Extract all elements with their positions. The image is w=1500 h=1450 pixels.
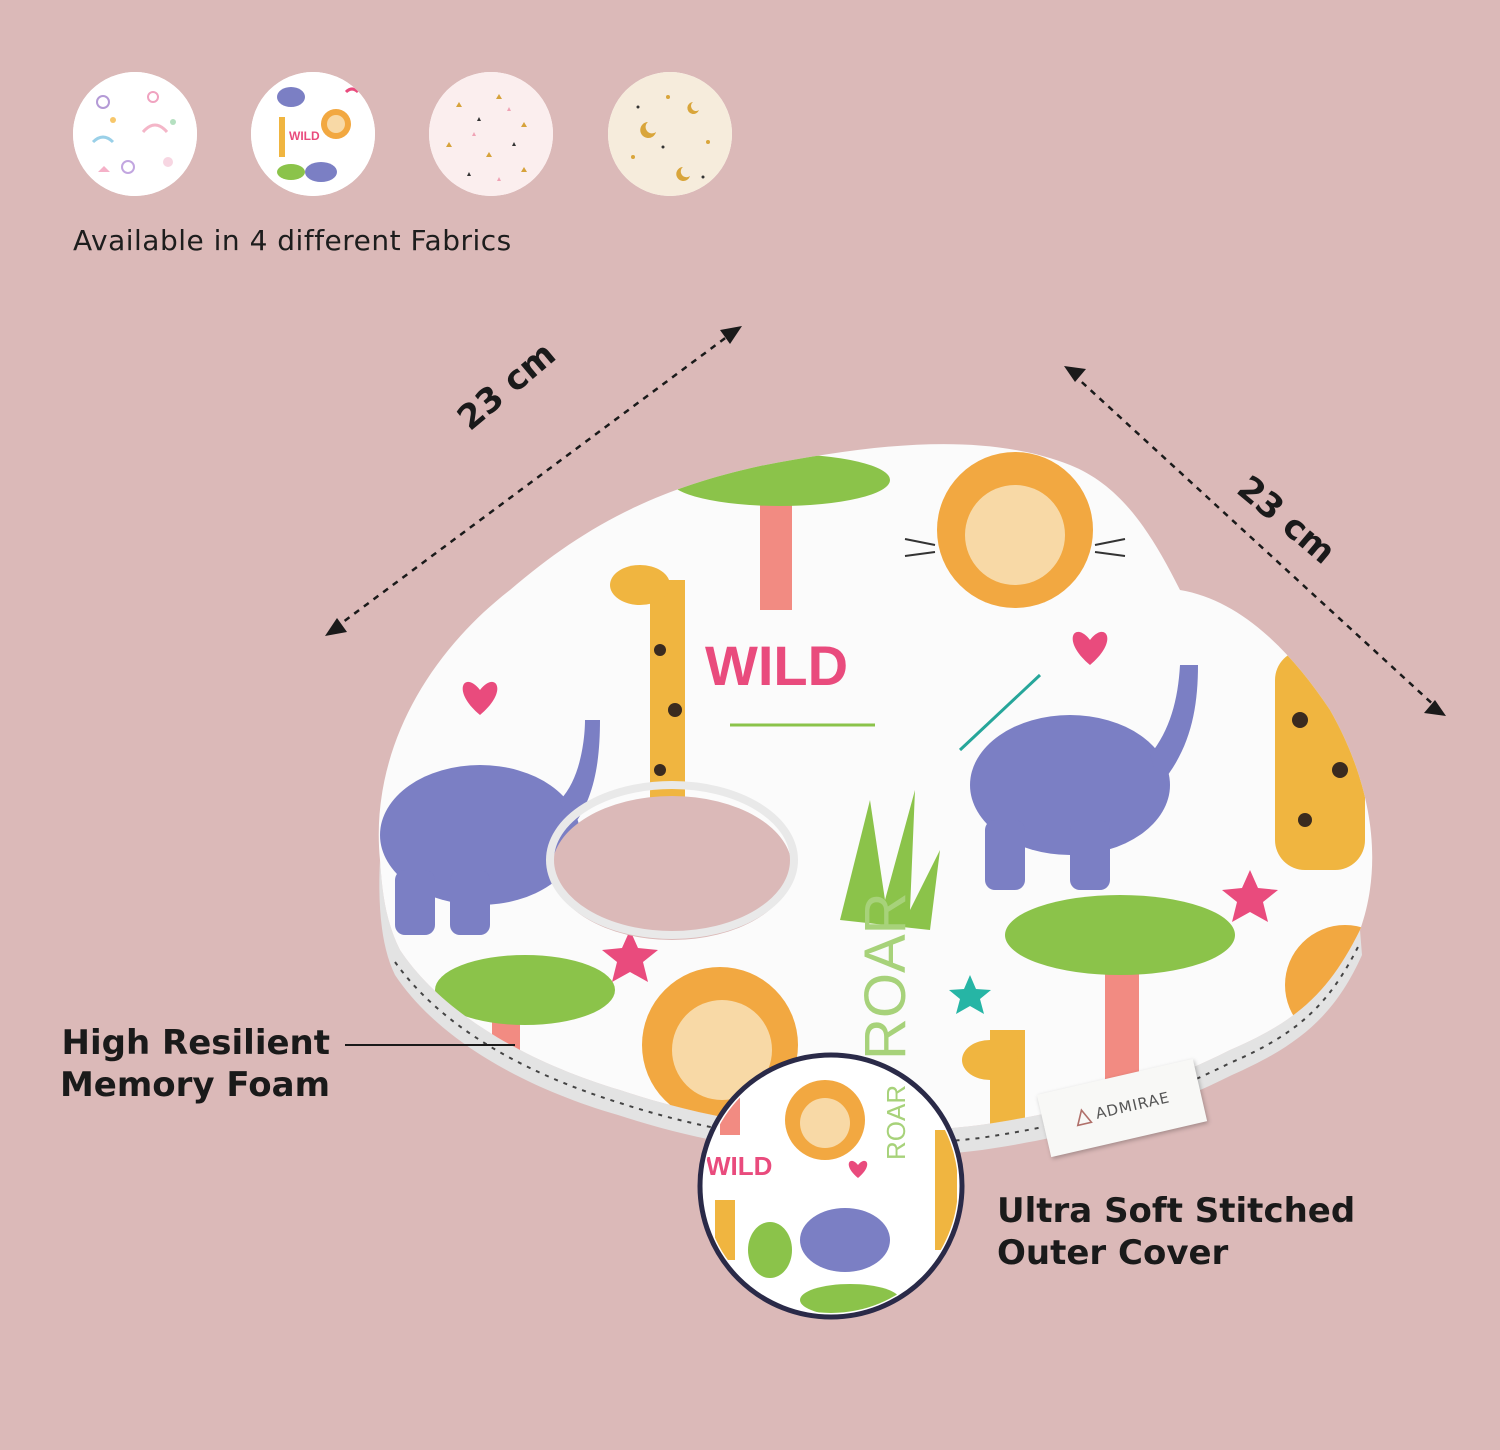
confetti-pattern — [429, 72, 553, 196]
fabric-swatch-unicorn[interactable] — [73, 72, 197, 196]
zoom-print-word-roar: ROAR — [881, 1085, 911, 1160]
zoom-print-word-wild: WILD — [706, 1151, 772, 1181]
fabric-zoom-circle: WILD ROAR — [697, 1052, 965, 1320]
dimension-arrow-left — [334, 331, 733, 630]
print-word-roar: ROAR — [853, 892, 918, 1060]
svg-text:WILD: WILD — [289, 129, 320, 143]
tree-top — [670, 454, 890, 506]
elephant-left — [380, 765, 580, 905]
foam-callout: High Resilient Memory Foam — [40, 1022, 330, 1106]
arrowhead-left-start — [325, 618, 347, 636]
fabric-swatch-wild-safari[interactable]: WILD — [251, 72, 375, 196]
cover-callout-line1: Ultra Soft Stitched — [997, 1191, 1356, 1231]
giraffe-neck — [650, 580, 685, 820]
arrowhead-right-end — [1424, 700, 1446, 716]
fabric-swatch-pink-confetti[interactable] — [429, 72, 553, 196]
cover-callout: Ultra Soft Stitched Outer Cover — [997, 1190, 1417, 1274]
safari-pattern: WILD — [251, 72, 375, 196]
unicorn-pattern — [73, 72, 197, 196]
moon-stars-pattern — [608, 72, 732, 196]
arrowhead-left-end — [720, 326, 742, 344]
elephant-right — [970, 715, 1170, 855]
print-word-wild: WILD — [705, 634, 848, 697]
brand-name: ADMIRAE — [1093, 1088, 1172, 1123]
stitch-line — [394, 942, 1361, 1145]
fabrics-caption: Available in 4 different Fabrics — [73, 224, 512, 257]
pillow-hole — [552, 796, 792, 940]
brand-logo-icon — [1076, 1108, 1093, 1127]
fabric-swatch-moon-stars[interactable] — [608, 72, 732, 196]
foam-callout-line1: High Resilient — [61, 1023, 330, 1063]
brand-tag: ADMIRAE — [1036, 1058, 1208, 1158]
dimension-arrow-right — [1072, 373, 1438, 709]
lion-face — [965, 485, 1065, 585]
cover-callout-line2: Outer Cover — [997, 1233, 1229, 1273]
arrowhead-right-start — [1064, 366, 1086, 382]
tree-trunk — [760, 490, 792, 610]
foam-callout-line2: Memory Foam — [59, 1065, 330, 1105]
